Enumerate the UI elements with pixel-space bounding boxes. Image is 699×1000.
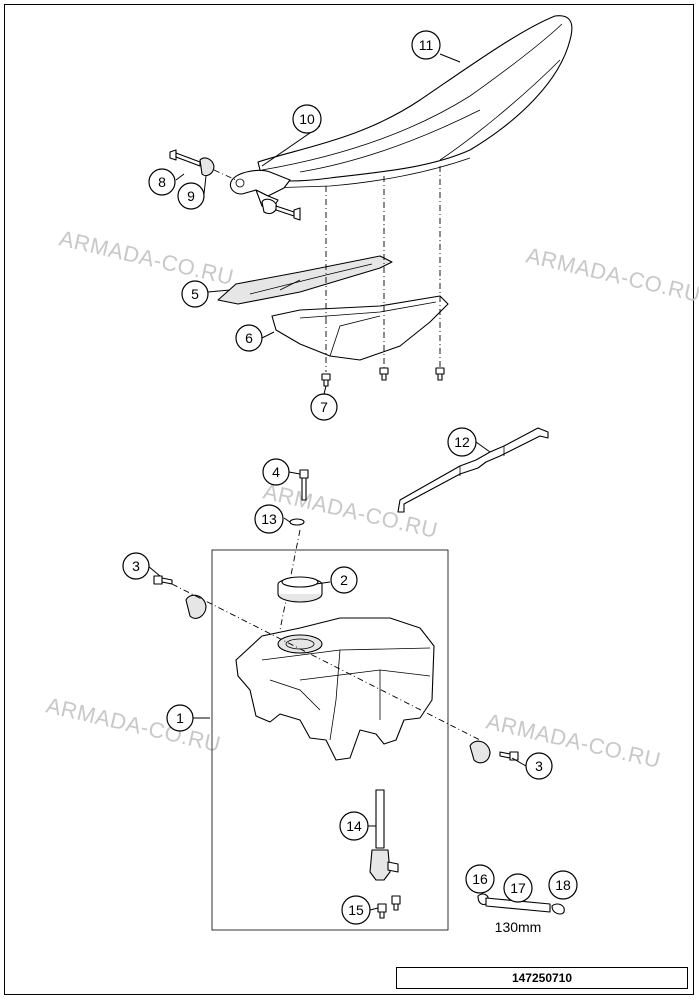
drawing-code-text: 147250710 bbox=[511, 971, 573, 985]
svg-text:15: 15 bbox=[348, 902, 364, 918]
drawing-code-box: 147250710 bbox=[396, 967, 688, 989]
svg-text:7: 7 bbox=[320, 399, 328, 415]
left-mount-illustration bbox=[153, 575, 481, 741]
watermark-1: ARMADA-CO.RU bbox=[57, 226, 236, 290]
svg-text:5: 5 bbox=[191, 286, 199, 302]
svg-text:2: 2 bbox=[340, 572, 348, 588]
svg-text:4: 4 bbox=[272, 464, 280, 480]
leader-lines bbox=[147, 53, 527, 911]
callout-13: 13 bbox=[254, 504, 284, 534]
callout-2: 2 bbox=[330, 566, 358, 594]
callout-6: 6 bbox=[235, 324, 263, 352]
seat-assembly-lines bbox=[325, 166, 441, 372]
watermark-2: ARMADA-CO.RU bbox=[524, 243, 699, 307]
svg-text:9: 9 bbox=[187, 188, 195, 204]
breather-hose-illustration bbox=[397, 427, 549, 513]
callout-5: 5 bbox=[181, 280, 209, 308]
fuel-hose-illustration bbox=[477, 893, 565, 915]
seat-screws-illustration bbox=[321, 367, 445, 387]
callout-15: 15 bbox=[341, 895, 371, 925]
fuel-cap-illustration bbox=[277, 576, 323, 603]
tap-screws-illustration bbox=[377, 895, 401, 919]
callout-1: 1 bbox=[166, 704, 194, 732]
svg-text:17: 17 bbox=[510, 880, 526, 896]
callout-9: 9 bbox=[177, 182, 205, 210]
svg-text:3: 3 bbox=[535, 758, 543, 774]
callout-3-right: 3 bbox=[525, 752, 553, 780]
svg-text:12: 12 bbox=[454, 434, 470, 450]
svg-text:14: 14 bbox=[346, 818, 362, 834]
watermark-5: ARMADA-CO.RU bbox=[484, 709, 663, 773]
fuel-tap-illustration bbox=[369, 789, 399, 881]
svg-text:6: 6 bbox=[245, 330, 253, 346]
seat-base-illustration bbox=[271, 295, 449, 361]
seat-plate-illustration bbox=[217, 255, 393, 305]
fuel-tank-illustration bbox=[235, 617, 435, 761]
watermark-3: ARMADA-CO.RU bbox=[261, 479, 440, 543]
watermark-4: ARMADA-CO.RU bbox=[44, 693, 223, 757]
callout-18: 18 bbox=[548, 870, 578, 900]
svg-text:3: 3 bbox=[132, 558, 140, 574]
seat-illustration bbox=[257, 15, 573, 189]
svg-text:18: 18 bbox=[555, 877, 571, 893]
callout-4: 4 bbox=[262, 458, 290, 486]
callout-12: 12 bbox=[447, 427, 477, 457]
tank-assembly-box bbox=[211, 549, 449, 931]
bolt-and-bushing-illustration bbox=[169, 149, 237, 181]
hose-length-label: 130mm bbox=[495, 919, 542, 935]
svg-text:11: 11 bbox=[419, 37, 434, 53]
callout-16: 16 bbox=[465, 864, 495, 894]
callout-3-left: 3 bbox=[122, 552, 150, 580]
svg-text:13: 13 bbox=[261, 511, 277, 527]
right-mount-illustration bbox=[469, 740, 519, 764]
bracket-bolt-illustration bbox=[261, 198, 301, 221]
svg-text:1: 1 bbox=[176, 710, 184, 726]
callout-17: 17 bbox=[503, 873, 533, 903]
seat-bracket-illustration bbox=[229, 169, 291, 211]
callout-7: 7 bbox=[310, 393, 338, 421]
callout-10: 10 bbox=[292, 104, 322, 134]
callout-14: 14 bbox=[339, 811, 369, 841]
callout-8: 8 bbox=[148, 168, 176, 196]
svg-text:16: 16 bbox=[472, 871, 488, 887]
callout-11: 11 bbox=[411, 30, 441, 60]
svg-text:10: 10 bbox=[299, 111, 315, 127]
svg-text:8: 8 bbox=[158, 174, 166, 190]
